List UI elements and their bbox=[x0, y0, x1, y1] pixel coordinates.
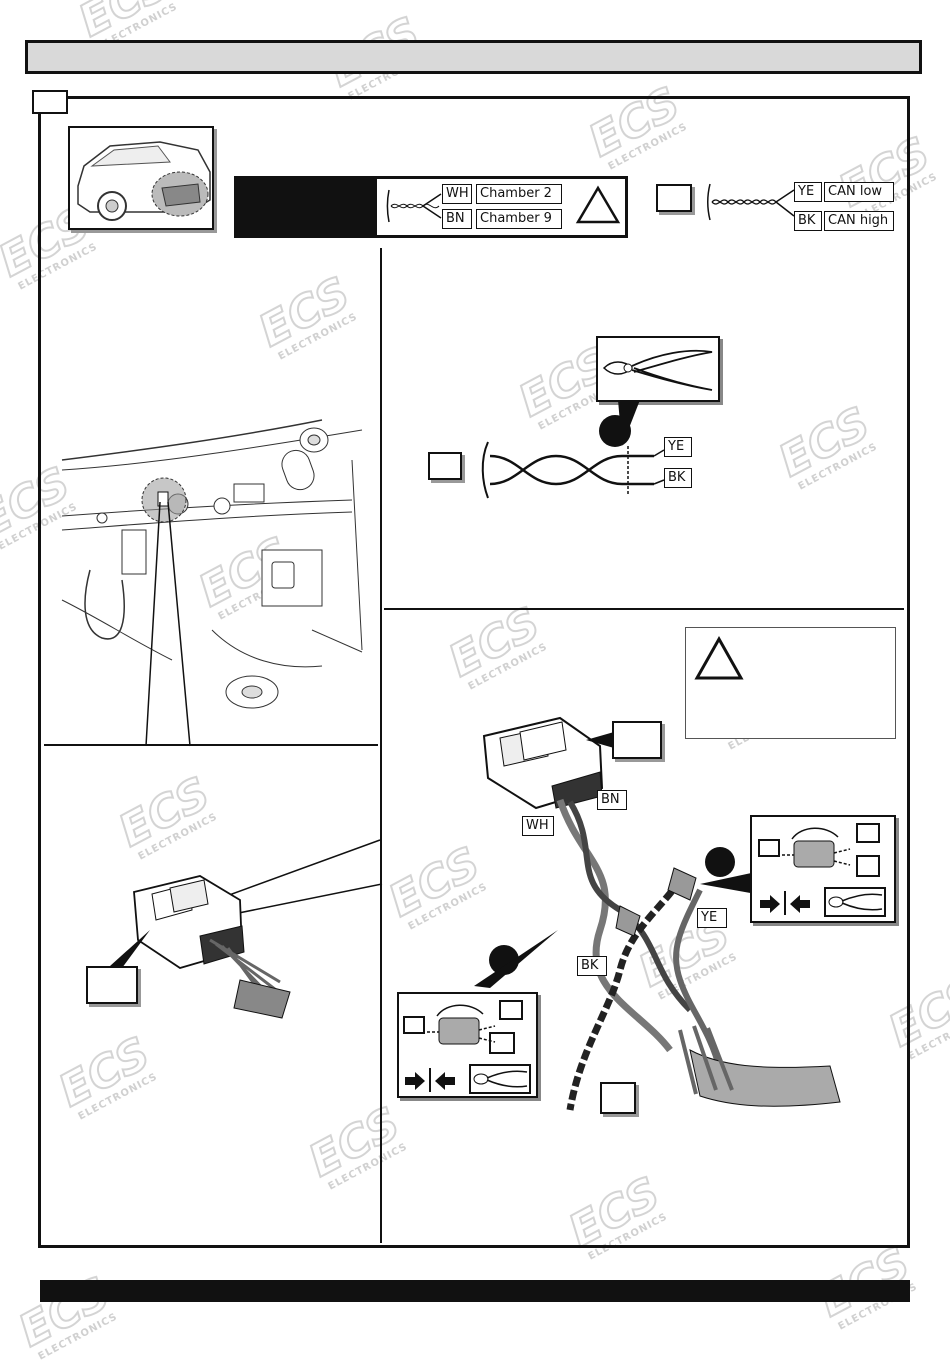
crimp-box-c bbox=[856, 855, 880, 877]
harness-drawing bbox=[482, 716, 841, 1111]
car-thumbnail bbox=[68, 126, 214, 230]
crimp-box-a bbox=[403, 1016, 425, 1034]
crimp-inset-right bbox=[750, 815, 896, 923]
crimp-divider bbox=[784, 891, 786, 915]
column-divider bbox=[380, 248, 382, 1243]
can-label-high: CAN high bbox=[824, 211, 894, 231]
harness-step-box bbox=[612, 721, 662, 759]
crimp-box-a bbox=[758, 839, 780, 857]
can-step-box bbox=[656, 184, 692, 212]
connector-step-box bbox=[86, 966, 138, 1004]
step-bullet bbox=[705, 847, 735, 877]
footer-bar bbox=[40, 1280, 910, 1302]
can-twisted-pair-icon bbox=[707, 183, 795, 221]
harness-label-bn: BN bbox=[597, 790, 627, 810]
harness-label-bk: BK bbox=[577, 956, 607, 976]
wire-label-chamber-2: Chamber 2 bbox=[476, 184, 562, 204]
arrow-right-icon bbox=[760, 895, 780, 913]
pointer-arrow bbox=[110, 930, 150, 968]
header-bar bbox=[25, 40, 922, 74]
warning-triangle-icon bbox=[575, 185, 621, 224]
harness-bottom-step-box bbox=[600, 1082, 636, 1114]
arrow-left-icon bbox=[435, 1072, 455, 1090]
crimp-divider bbox=[429, 1068, 431, 1092]
pliers-mini-box bbox=[469, 1064, 531, 1094]
pliers-icon bbox=[602, 349, 713, 391]
section-divider-right bbox=[384, 608, 904, 610]
wire-code-bn: BN bbox=[442, 209, 472, 229]
wire-code-wh: WH bbox=[442, 184, 472, 204]
twisted-pair-icon bbox=[386, 189, 442, 223]
crimp-connector-icon bbox=[782, 827, 851, 868]
pliers-icon bbox=[828, 893, 883, 911]
section-divider-left bbox=[44, 744, 378, 746]
can-code-bk: BK bbox=[794, 211, 822, 231]
pliers-inset bbox=[596, 336, 720, 402]
warning-triangle-icon bbox=[694, 635, 744, 680]
main-frame bbox=[38, 96, 910, 1248]
arrow-left-icon bbox=[790, 895, 810, 913]
step-number-box bbox=[32, 90, 68, 114]
cut-step-box bbox=[428, 452, 462, 480]
crimp-box-b bbox=[856, 823, 880, 843]
crimp-box-b bbox=[499, 1000, 523, 1020]
step-bullet bbox=[599, 415, 631, 447]
pliers-icon bbox=[473, 1070, 528, 1088]
crimp-box-c bbox=[489, 1032, 515, 1054]
arrow-right-icon bbox=[405, 1072, 425, 1090]
vehicle-underbody-drawing bbox=[61, 419, 363, 747]
can-code-ye: YE bbox=[794, 182, 822, 202]
crimp-connector-icon bbox=[427, 1004, 496, 1045]
wire-label-chamber-9: Chamber 9 bbox=[476, 209, 562, 229]
can-twisted-pair-cut bbox=[481, 441, 665, 499]
pointer-arrow bbox=[474, 930, 558, 988]
car-illustration bbox=[77, 141, 211, 221]
cut-label-ye: YE bbox=[664, 437, 692, 457]
pointer-arrow bbox=[700, 872, 756, 894]
pointer-arrow bbox=[586, 732, 614, 748]
harness-label-wh: WH bbox=[522, 816, 554, 836]
crimp-inset-left bbox=[397, 992, 538, 1098]
vehicle-connector-drawing bbox=[133, 839, 383, 1019]
harness-label-ye: YE bbox=[697, 908, 727, 928]
cut-label-bk: BK bbox=[664, 468, 692, 488]
can-label-low: CAN low bbox=[824, 182, 894, 202]
warning-note-box bbox=[685, 627, 896, 739]
pliers-mini-box bbox=[824, 887, 886, 917]
